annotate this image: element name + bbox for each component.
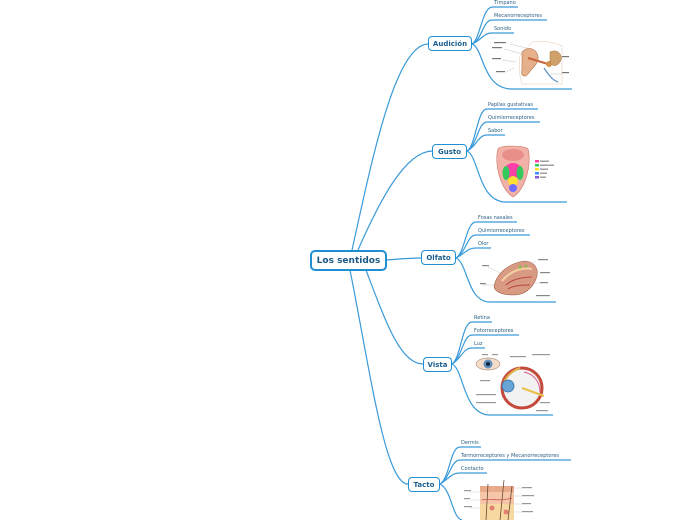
leaf-dermis[interactable]: Dermis: [461, 440, 479, 446]
topic-gusto-label: Gusto: [437, 147, 462, 156]
root-topic-label: Los sentidos: [316, 255, 381, 266]
leaf-sonido[interactable]: Sonido: [494, 26, 512, 32]
skin-anatomy-image: [464, 479, 534, 520]
topic-olfato-label: Olfato: [426, 253, 451, 262]
leaf-luz[interactable]: Luz: [474, 341, 483, 347]
leaf-contacto[interactable]: Contacto: [461, 466, 484, 472]
tongue-taste-map-image: [496, 145, 554, 198]
leaf-quimiorreceptores-gusto[interactable]: Quimiorreceptores: [488, 115, 535, 121]
leaf-olor[interactable]: Olor: [478, 241, 489, 247]
leaf-quimiorreceptores-olfato[interactable]: Quimiorreceptores: [478, 228, 525, 234]
topic-olfato[interactable]: Olfato: [421, 250, 456, 265]
leaf-termorreceptores[interactable]: Termorreceptores y Mecanorreceptores: [461, 453, 560, 459]
leaf-sabor[interactable]: Sabor: [488, 128, 503, 134]
topic-audicion-label: Audición: [432, 39, 468, 48]
leaf-retina[interactable]: Retina: [474, 315, 490, 321]
leaf-timpano[interactable]: Tímpano: [494, 0, 516, 6]
leaf-papilas-gustativas[interactable]: Papilas gustativas: [488, 102, 534, 108]
topic-audicion[interactable]: Audición: [428, 36, 472, 51]
nose-anatomy-image: [480, 259, 550, 297]
topic-gusto[interactable]: Gusto: [432, 144, 467, 159]
topic-vista[interactable]: Vista: [423, 357, 452, 372]
leaf-fotorreceptores[interactable]: Fotorreceptores: [474, 328, 514, 334]
ear-anatomy-image: [492, 41, 569, 85]
leaf-mecanorreceptores[interactable]: Mecanorreceptores: [494, 13, 543, 19]
eye-anatomy-image: [475, 354, 550, 412]
topic-tacto-label: Tacto: [413, 480, 435, 489]
root-topic[interactable]: Los sentidos: [310, 250, 387, 271]
topic-tacto[interactable]: Tacto: [408, 477, 440, 492]
topic-vista-label: Vista: [427, 360, 448, 369]
leaf-fosas-nasales[interactable]: Fosas nasales: [478, 215, 513, 221]
